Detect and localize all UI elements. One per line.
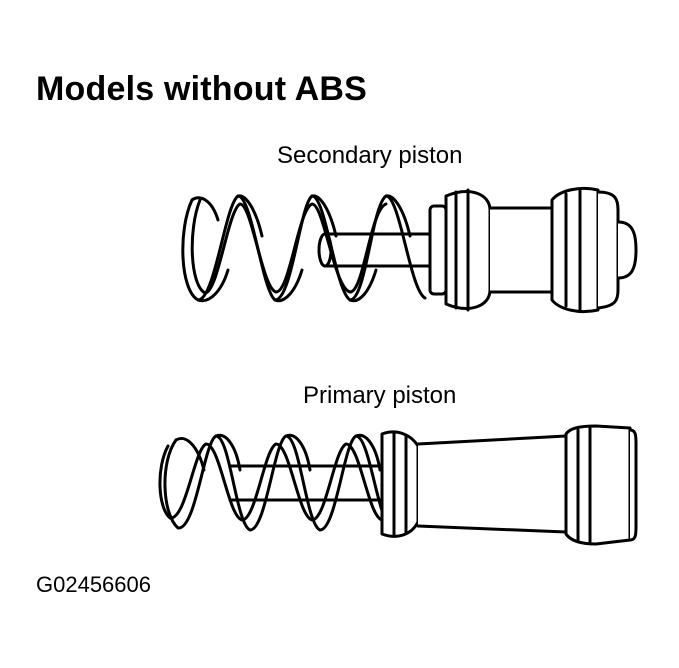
secondary-piston-label: Secondary piston [277,142,463,169]
figure-code: G02456606 [36,572,151,597]
primary-piston-label: Primary piston [303,382,457,409]
diagram-title: Models without ABS [36,70,367,108]
